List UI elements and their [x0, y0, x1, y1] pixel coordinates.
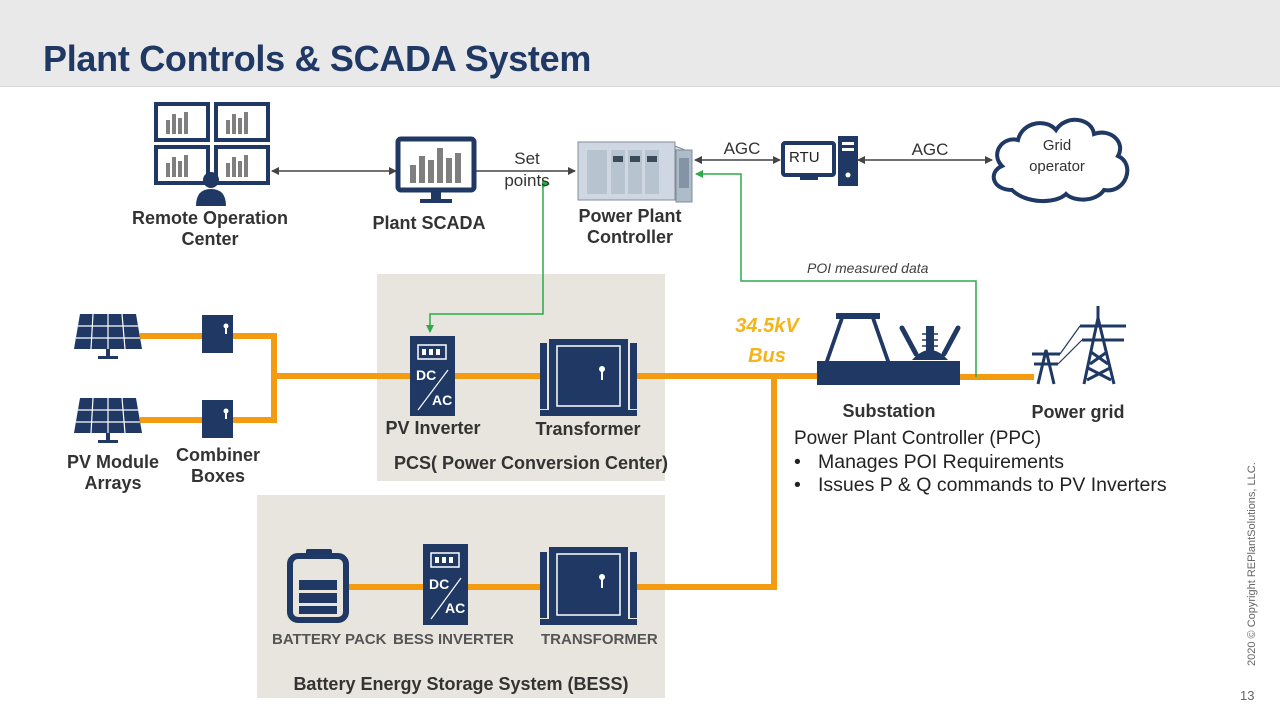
grid-operator-cloud-icon	[991, 118, 1130, 203]
ppc-info-item: •Manages POI Requirements	[794, 451, 1065, 473]
bess-group-label: Battery Energy Storage System (BESS)	[293, 674, 629, 694]
page-title: Plant Controls & SCADA System	[43, 38, 592, 79]
pv-module-array-bottom-icon	[74, 397, 142, 443]
bess-transformer-icon	[540, 547, 637, 625]
pv-inverter-icon	[410, 336, 455, 416]
pcs-group-label: PCS( Power Conversion Center)	[393, 453, 669, 473]
pv-module-arrays-label: PV Module Arrays	[66, 452, 159, 493]
battery-pack-label: BATTERY PACK	[272, 631, 387, 648]
grid-operator-label: Grid operator	[1029, 137, 1085, 175]
power-lines	[140, 333, 1034, 590]
transformer-icon	[540, 339, 637, 416]
page-number: 13	[1240, 688, 1255, 703]
title-bar	[0, 0, 1280, 87]
comm-links	[271, 156, 993, 175]
power-grid-label: Power grid	[1031, 402, 1125, 422]
agc-grid-label: AGC	[911, 140, 949, 159]
plant-scada-label: Plant SCADA	[372, 213, 486, 233]
combiner-box-top-icon	[202, 315, 233, 353]
copyright-note: 2020 © Copyright REPlantSolutions, LLC.	[1246, 462, 1258, 666]
bess-inverter-ac-label: AC	[445, 600, 466, 616]
ppc-info-list: •Manages POI Requirements •Issues P & Q …	[794, 451, 1167, 497]
signal-lines	[426, 170, 977, 377]
remote-operation-center-icon	[154, 102, 270, 206]
combiner-box-bottom-icon	[202, 400, 233, 438]
bess-inverter-dc-label: DC	[429, 576, 450, 592]
poi-measured-data-label: POI measured data	[807, 260, 929, 276]
substation-icon	[817, 313, 961, 385]
battery-pack-icon	[287, 549, 349, 623]
rtu-icon	[781, 136, 858, 186]
bess-transformer-label: TRANSFORMER	[541, 631, 658, 648]
ppc-info-item: •Issues P & Q commands to PV Inverters	[794, 474, 1167, 496]
bess-inverter-label: BESS INVERTER	[393, 631, 514, 648]
bus-label: 34.5kV Bus	[735, 315, 799, 367]
rtu-label: RTU	[789, 149, 820, 166]
remote-operation-center-label: Remote Operation Center	[131, 208, 289, 249]
power-plant-controller-icon	[577, 141, 693, 203]
combiner-boxes-label: Combiner Boxes	[175, 445, 260, 486]
pv-inverter-dc-label: DC	[416, 367, 437, 383]
pv-inverter-ac-label: AC	[432, 392, 453, 408]
transformer-label: Transformer	[535, 419, 641, 439]
power-grid-icon	[1032, 306, 1126, 385]
pv-module-array-top-icon	[74, 313, 142, 359]
substation-label: Substation	[842, 401, 936, 421]
agc-rtu-label: AGC	[723, 139, 761, 158]
power-plant-controller-label: Power Plant Controller	[578, 206, 682, 247]
plant-scada-icon	[395, 136, 477, 203]
set-points-label: Set points	[504, 149, 550, 190]
bess-inverter-icon	[423, 544, 468, 625]
ppc-info-heading: Power Plant Controller (PPC)	[794, 428, 1042, 449]
pv-inverter-label: PV Inverter	[385, 418, 481, 438]
